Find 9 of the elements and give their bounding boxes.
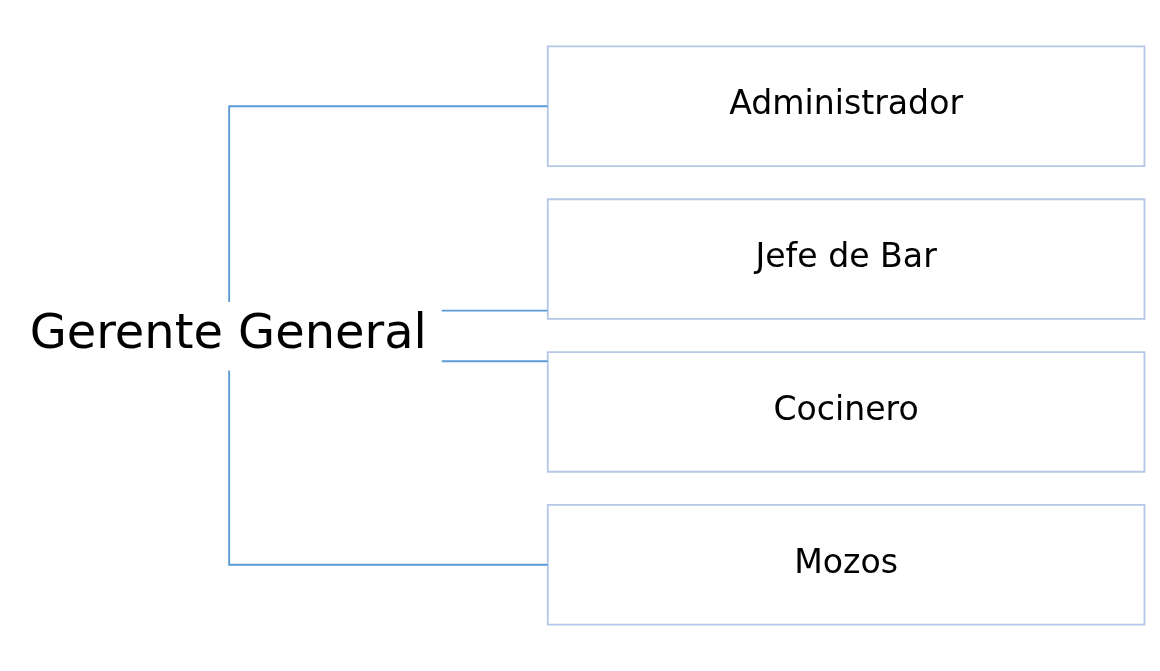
node-box: Mozos — [546, 504, 1146, 626]
connector — [228, 105, 549, 303]
connector — [440, 360, 549, 363]
node-text: Gerente General — [29, 304, 427, 360]
node-box: Cocinero — [546, 351, 1146, 473]
node-box: Jefe de Bar — [546, 198, 1146, 320]
connector — [440, 309, 549, 312]
connector — [228, 369, 549, 566]
node-box: Administrador — [546, 45, 1146, 167]
